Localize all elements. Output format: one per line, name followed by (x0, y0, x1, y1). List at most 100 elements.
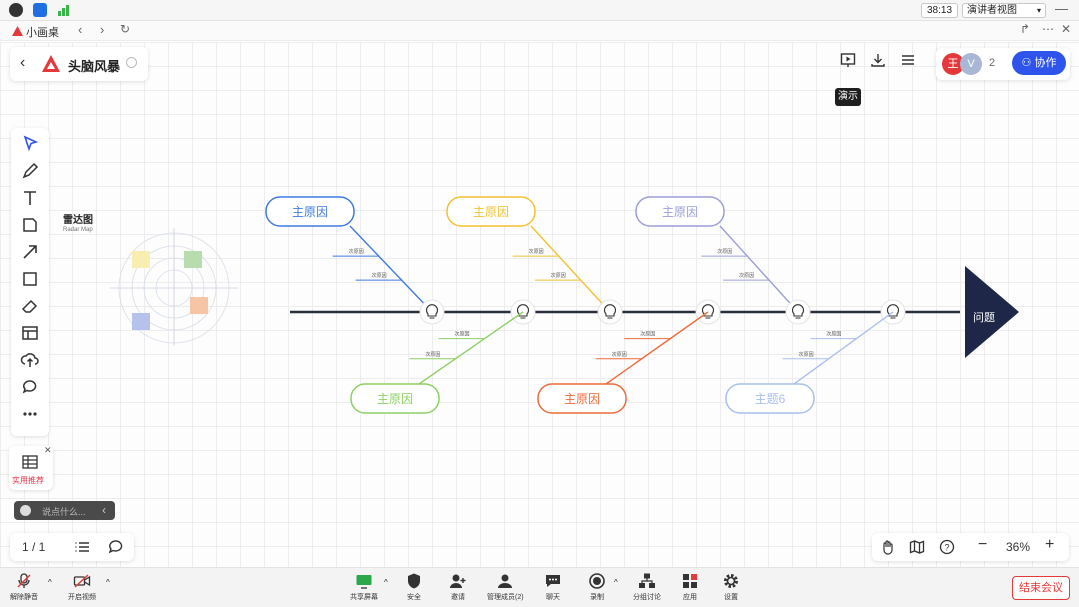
shield-icon (408, 573, 420, 589)
invite-label: 邀请 (451, 594, 465, 601)
minimize-icon[interactable]: — (1055, 1, 1068, 16)
chevron-up-icon[interactable]: ^ (384, 578, 388, 587)
comment-bar: 说点什么... ‹ (14, 501, 115, 520)
gear-icon (724, 574, 738, 588)
chevron-up-icon[interactable]: ^ (614, 578, 618, 587)
back-nav-icon[interactable]: ‹ (78, 22, 83, 37)
share-screen-icon (356, 575, 372, 589)
chevron-up-icon[interactable]: ^ (48, 578, 52, 587)
app-logo-icon (42, 55, 60, 72)
recommend-card[interactable]: 实用推荐 ✕ (9, 445, 53, 490)
saved-status-icon (126, 57, 137, 68)
chat-button[interactable]: 聊天 (544, 572, 562, 602)
presenter-view-label: 演讲者视图 (967, 5, 1017, 16)
text-icon[interactable] (18, 186, 42, 210)
collaborators-panel: 王 V 2 ⚇ 协作 (936, 48, 1070, 80)
chat-icon (546, 575, 560, 587)
present-icon (840, 53, 856, 67)
arrow-icon[interactable] (18, 240, 42, 264)
meeting-timer: 38:13 (921, 3, 959, 18)
forward-nav-icon[interactable]: › (100, 22, 105, 37)
manage-members-button[interactable]: 管理成员(2) (487, 572, 524, 602)
security-button[interactable]: 安全 (405, 572, 423, 602)
document-header: ‹ 头脑风暴 (10, 47, 148, 81)
collapse-icon[interactable]: ‹ (102, 503, 106, 517)
breakout-label: 分组讨论 (633, 594, 661, 601)
pen-icon[interactable] (18, 159, 42, 183)
zoom-out-icon[interactable]: − (978, 536, 988, 553)
page-indicator: 1 / 1 (22, 540, 46, 554)
avatar[interactable]: V (960, 53, 982, 75)
map-icon[interactable] (909, 539, 925, 555)
sticky-note-icon[interactable] (18, 213, 42, 237)
unmute-button[interactable]: 解除静音 (10, 572, 38, 602)
help-icon[interactable]: ? (939, 539, 955, 555)
select-cursor-icon[interactable] (18, 132, 42, 156)
share-icon[interactable]: ↱ (1020, 22, 1031, 36)
rectangle-icon[interactable] (18, 267, 42, 291)
comment-input[interactable]: 说点什么... (42, 507, 86, 517)
collaborate-label: 协作 (1034, 57, 1057, 69)
upload-icon[interactable] (18, 348, 42, 372)
app-logo-icon (12, 26, 23, 36)
tool-palette (11, 128, 49, 436)
menu-button[interactable] (896, 52, 920, 76)
signal-icon[interactable] (57, 3, 71, 17)
document-title[interactable]: 头脑风暴 (68, 59, 121, 74)
apps-label: 应用 (683, 594, 697, 601)
more-tools-icon[interactable] (18, 402, 42, 426)
eraser-icon[interactable] (18, 294, 42, 318)
emoji-icon[interactable] (20, 505, 31, 516)
app-title-bar: 小画桌 ‹ › ↻ ↱ ⋯ ✕ (0, 21, 1079, 41)
record-button[interactable]: 录制 (588, 572, 606, 602)
breakout-rooms-icon (639, 573, 655, 588)
whiteboard-canvas[interactable] (0, 42, 1079, 567)
hand-icon[interactable] (880, 539, 896, 555)
back-icon[interactable]: ‹ (20, 54, 26, 71)
start-video-label: 开启视频 (68, 594, 96, 601)
share-screen-label: 共享屏幕 (350, 594, 378, 601)
manage-members-label: 管理成员(2) (487, 594, 524, 601)
avatar[interactable]: 王 (942, 53, 964, 75)
collaborator-count: 2 (989, 57, 996, 69)
breakout-button[interactable]: 分组讨论 (633, 572, 661, 602)
svg-text:?: ? (944, 543, 949, 553)
present-button[interactable] (836, 52, 860, 76)
more-icon[interactable]: ⋯ (1042, 22, 1054, 36)
page-bar: 1 / 1 (10, 533, 134, 561)
collaborate-button[interactable]: ⚇ 协作 (1012, 51, 1066, 75)
share-screen-button[interactable]: 共享屏幕 (350, 572, 378, 602)
close-icon[interactable]: ✕ (44, 445, 52, 455)
hamburger-icon (902, 55, 914, 65)
security-label: 安全 (407, 594, 421, 601)
microphone-muted-icon (17, 573, 31, 588)
settings-button[interactable]: 设置 (722, 572, 740, 602)
info-icon[interactable] (9, 3, 23, 17)
settings-label: 设置 (724, 594, 738, 601)
chat-bubble-icon[interactable] (108, 539, 124, 555)
template-icon[interactable] (18, 321, 42, 345)
comment-icon[interactable] (18, 375, 42, 399)
recommend-label: 实用推荐 (12, 476, 44, 485)
apps-button[interactable]: 应用 (681, 572, 699, 602)
app-name: 小画桌 (26, 27, 59, 39)
record-label: 录制 (590, 594, 604, 601)
start-video-button[interactable]: 开启视频 (68, 572, 96, 602)
user-plus-icon: ⚇ (1021, 57, 1032, 69)
close-icon[interactable]: ✕ (1061, 22, 1072, 36)
zoom-in-icon[interactable]: + (1045, 536, 1055, 553)
chat-label: 聊天 (546, 594, 560, 601)
refresh-icon[interactable]: ↻ (120, 22, 131, 36)
table-icon (22, 455, 38, 469)
shield-icon[interactable] (33, 3, 47, 17)
chevron-down-icon: ▾ (1036, 6, 1041, 15)
meeting-toolbar: 解除静音 ^ 开启视频 ^ 共享屏幕 ^ 安全 邀请 管理成员(2) 聊天 录制… (0, 567, 1079, 607)
zoom-bar: ? − 36% + (872, 533, 1069, 561)
members-icon (498, 574, 513, 588)
end-meeting-button[interactable]: 结束会议 (1012, 576, 1070, 600)
download-button[interactable] (866, 52, 890, 76)
presenter-view-dropdown[interactable]: 演讲者视图 ▾ (962, 3, 1046, 18)
invite-button[interactable]: 邀请 (449, 572, 467, 602)
chevron-up-icon[interactable]: ^ (106, 578, 110, 587)
list-icon[interactable] (74, 539, 90, 555)
